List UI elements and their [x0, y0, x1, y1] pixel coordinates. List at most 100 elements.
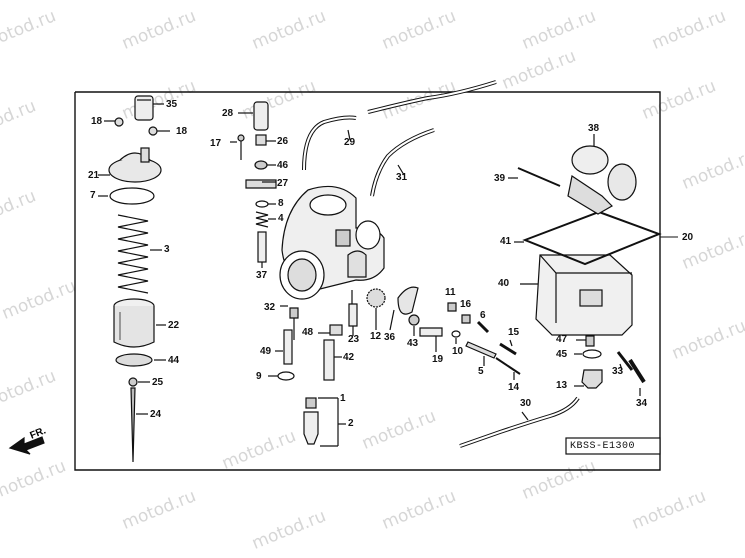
part-washer-8: [255, 200, 269, 208]
part-bracket-27: [245, 179, 277, 189]
callout-label: 16: [460, 299, 472, 310]
part-float-38: [567, 145, 637, 215]
part-jet-6: [476, 320, 490, 334]
part-clip-25: [128, 377, 138, 387]
part-spring-3: [117, 214, 149, 294]
part-nut-26: [255, 134, 267, 146]
part-screw-19: [419, 327, 443, 337]
part-plunger-37: [257, 231, 267, 263]
part-ring-46: [254, 160, 268, 170]
callout-label: 12: [370, 331, 382, 342]
part-plate-44: [115, 353, 153, 367]
part-tube-42: [323, 339, 335, 381]
callout-label: 22: [168, 320, 180, 331]
callout-label: 20: [682, 232, 694, 243]
callout-label: 46: [277, 160, 289, 171]
callout-label: 1: [340, 393, 346, 404]
diagram-code: KBSS-E1300: [570, 441, 636, 452]
callout-label: 19: [432, 354, 444, 365]
callout-label: 27: [277, 178, 289, 189]
callout-label: 35: [166, 99, 178, 110]
callout-label: 48: [302, 327, 314, 338]
part-washer-45: [582, 349, 602, 359]
part-screw-34: [628, 358, 646, 384]
callout-label: 33: [612, 366, 624, 377]
part-screw-17: [237, 134, 245, 160]
part-cap-28: [253, 101, 269, 131]
callout-label: 47: [556, 334, 568, 345]
part-drain-13: [581, 369, 603, 389]
part-spring-4: [255, 211, 269, 228]
callout-label: 18: [91, 116, 103, 127]
callout-label: 6: [480, 310, 486, 321]
part-float-bowl-40: [535, 254, 633, 336]
front-arrow-icon: [8, 436, 45, 455]
callout-label: 10: [452, 346, 464, 357]
part-screw-43: [408, 314, 420, 326]
part-gasket-41: [522, 210, 662, 266]
callout-label: 4: [278, 213, 284, 224]
part-cover-21: [108, 157, 162, 183]
callout-label: 37: [256, 270, 268, 281]
callout-label: 24: [150, 409, 162, 420]
callout-label: 42: [343, 352, 355, 363]
callout-label: 34: [636, 398, 648, 409]
part-pipe-14: [495, 357, 521, 375]
callout-label: 32: [264, 302, 276, 313]
callout-label: 29: [344, 137, 356, 148]
callout-label: 13: [556, 380, 568, 391]
callout-label: 8: [278, 198, 284, 209]
part-jet-11: [447, 302, 457, 312]
callout-label: 17: [210, 138, 222, 149]
callout-label: 25: [152, 377, 164, 388]
part-jet-16: [461, 314, 471, 324]
part-screw-33: [616, 351, 634, 371]
part-screw-5: [465, 341, 497, 359]
part-screw-32: [289, 307, 299, 319]
callout-label: 3: [164, 244, 170, 255]
callout-label: 18: [176, 126, 188, 137]
part-gear-12: [366, 288, 386, 308]
code-box: [565, 437, 661, 455]
part-tube-49: [283, 329, 293, 365]
callout-label: 15: [508, 327, 520, 338]
callout-label: 26: [277, 136, 289, 147]
callout-label: 38: [588, 123, 600, 134]
callout-label: 49: [260, 346, 272, 357]
callout-label: 31: [396, 172, 408, 183]
part-jet-15: [499, 342, 517, 356]
callout-label: 40: [498, 278, 510, 289]
part-needle-24: [130, 387, 136, 463]
callout-label: 28: [222, 108, 234, 119]
part-jet-1: [305, 397, 317, 409]
callout-label: 14: [508, 382, 520, 393]
callout-label: 41: [500, 236, 512, 247]
part-ring-10: [451, 330, 461, 338]
part-screw-18b: [148, 126, 158, 136]
callout-label: 36: [384, 332, 396, 343]
callout-label: 11: [445, 287, 456, 298]
callout-label: 43: [407, 338, 419, 349]
part-screw-23: [348, 303, 358, 327]
callout-label: 9: [256, 371, 262, 382]
part-cap-35: [134, 95, 154, 121]
callout-label: 2: [348, 418, 354, 429]
callout-label: 7: [90, 190, 96, 201]
part-carb-body: [279, 185, 385, 304]
callout-label: 39: [494, 173, 506, 184]
part-screw-18a: [114, 117, 124, 127]
part-valve-47: [585, 335, 595, 347]
part-gasket-7: [109, 187, 155, 205]
callout-label: 45: [556, 349, 568, 360]
callout-label: 5: [478, 366, 484, 377]
callout-label: 23: [348, 334, 360, 345]
callout-label: 21: [88, 170, 100, 181]
part-jet-2: [303, 411, 319, 445]
part-oring-9: [277, 371, 295, 381]
callout-label: 44: [168, 355, 180, 366]
part-nut-48: [329, 324, 343, 336]
callout-label: 30: [520, 398, 532, 409]
part-pin-39: [517, 167, 561, 187]
